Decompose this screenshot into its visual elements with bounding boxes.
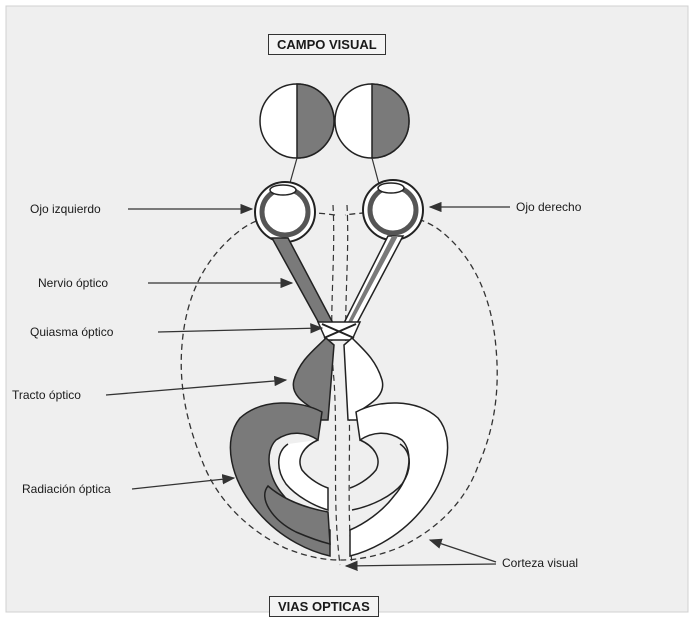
label-left-eye: Ojo izquierdo	[30, 202, 101, 216]
label-optic-radiation: Radiación óptica	[22, 482, 111, 496]
left-visual-field	[260, 84, 334, 158]
label-right-eye: Ojo derecho	[516, 200, 581, 214]
right-eye	[363, 180, 423, 240]
diagram-title: CAMPO VISUAL	[268, 34, 386, 55]
label-optic-tract: Tracto óptico	[12, 388, 81, 402]
label-visual-cortex: Corteza visual	[502, 556, 578, 570]
label-optic-nerve: Nervio óptico	[38, 276, 108, 290]
left-eye	[255, 182, 315, 242]
label-optic-chiasm: Quiasma óptico	[30, 325, 113, 339]
right-visual-field	[335, 84, 409, 158]
diagram-footer-title: VIAS OPTICAS	[269, 596, 379, 617]
